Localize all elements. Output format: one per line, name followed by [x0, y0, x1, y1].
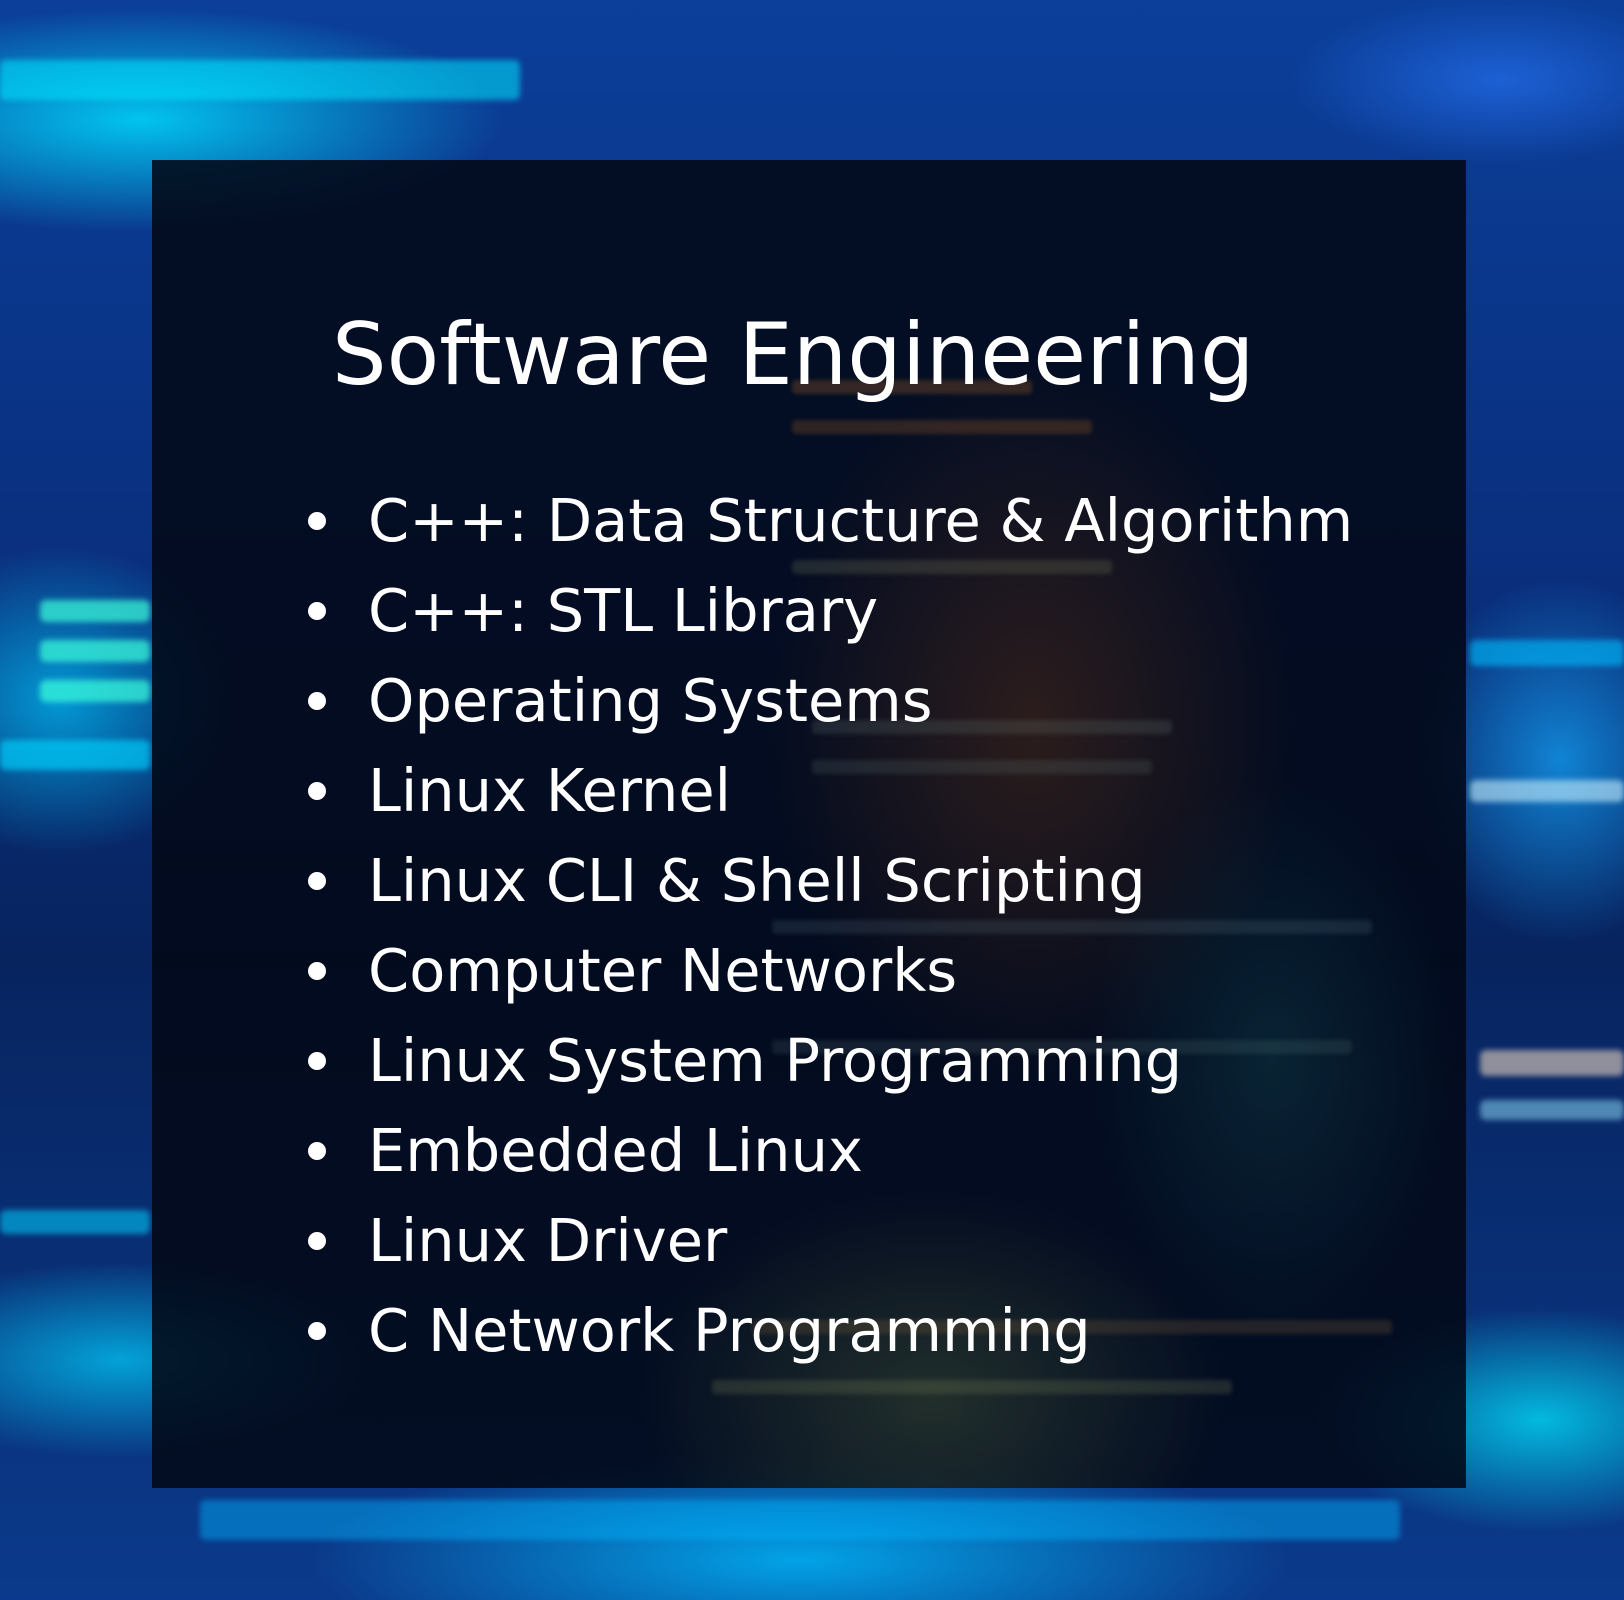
background-glow-bar	[40, 680, 150, 702]
bullet-icon	[308, 1322, 326, 1340]
bullet-icon	[308, 872, 326, 890]
bullet-icon	[308, 602, 326, 620]
background-glow-bar	[0, 1210, 150, 1234]
skill-label: C++: STL Library	[368, 576, 879, 645]
list-item-skill: C++: Data Structure & Algorithm	[300, 476, 1353, 566]
background-glow-bar	[1480, 1050, 1624, 1076]
background-glow-bar	[0, 740, 150, 770]
list-item-skill: Linux CLI & Shell Scripting	[300, 836, 1353, 926]
background-code-line	[752, 1320, 1392, 1334]
background-code-line	[812, 720, 1172, 734]
background-glow-bar	[200, 1500, 1400, 1540]
background-code-line	[772, 920, 1372, 934]
list-item-skill: Linux Kernel	[300, 746, 1353, 836]
bullet-icon	[308, 692, 326, 710]
bullet-icon	[308, 782, 326, 800]
background-glow-bar	[1480, 1100, 1624, 1120]
skill-label: Linux System Programming	[368, 1026, 1183, 1095]
list-item-skill: Operating Systems	[300, 656, 1353, 746]
background-glow-bar	[1470, 780, 1624, 802]
background-code-line	[812, 760, 1152, 774]
background-code-line	[792, 420, 1092, 434]
background-glow-bar	[40, 600, 150, 622]
skill-label: Computer Networks	[368, 936, 958, 1005]
content-panel	[152, 160, 1466, 1488]
skill-label: C Network Programming	[368, 1296, 1091, 1365]
list-item-skill: Linux Driver	[300, 1196, 1353, 1286]
skill-label: C++: Data Structure & Algorithm	[368, 486, 1354, 555]
background-code-line	[772, 1040, 1352, 1054]
list-item-skill: C++: STL Library	[300, 566, 1353, 656]
background-code-line	[792, 380, 1032, 394]
skill-label: Embedded Linux	[368, 1116, 863, 1185]
page-title: Software Engineering	[332, 305, 1255, 405]
list-item-skill: Linux System Programming	[300, 1016, 1353, 1106]
bullet-icon	[308, 512, 326, 530]
list-item-skill: C Network Programming	[300, 1286, 1353, 1376]
bullet-icon	[308, 1142, 326, 1160]
skill-label: Linux Driver	[368, 1206, 728, 1275]
list-item-skill: Computer Networks	[300, 926, 1353, 1016]
skill-label: Linux Kernel	[368, 756, 732, 825]
skills-list: C++: Data Structure & Algorithm C++: STL…	[300, 476, 1353, 1376]
background-code-line	[792, 560, 1112, 574]
bullet-icon	[308, 962, 326, 980]
skill-label: Operating Systems	[368, 666, 933, 735]
background-glow-bar	[1470, 640, 1624, 666]
background-glow-bar	[40, 640, 150, 662]
list-item-skill: Embedded Linux	[300, 1106, 1353, 1196]
bullet-icon	[308, 1232, 326, 1250]
background-code-line	[712, 1380, 1232, 1394]
background-glow-bar	[0, 60, 520, 100]
skill-label: Linux CLI & Shell Scripting	[368, 846, 1146, 915]
bullet-icon	[308, 1052, 326, 1070]
